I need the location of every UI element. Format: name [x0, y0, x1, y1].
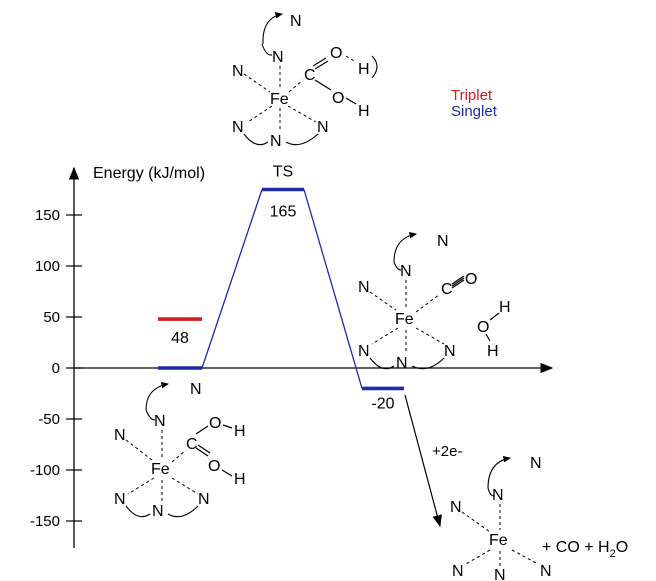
svg-text:C: C — [441, 281, 453, 298]
svg-text:O: O — [209, 415, 221, 432]
svg-text:O: O — [208, 458, 220, 475]
svg-text:O: O — [332, 90, 344, 107]
level-value-label: -20 — [371, 395, 394, 412]
svg-text:O: O — [477, 319, 489, 336]
svg-text:C: C — [186, 436, 198, 453]
svg-text:O: O — [465, 271, 477, 288]
legend-singlet: Singlet — [451, 103, 498, 120]
svg-text:N: N — [290, 13, 302, 30]
y-tick-label: -50 — [38, 411, 60, 428]
level-value-label: 165 — [270, 204, 297, 221]
svg-text:H: H — [358, 61, 370, 78]
y-tick-label: 50 — [43, 309, 60, 326]
svg-text:N: N — [400, 263, 412, 280]
svg-text:Fe: Fe — [151, 461, 170, 478]
structure-transition-state: N N N Fe C O O H H N N N — [232, 12, 378, 150]
y-ticks: 150 100 50 0 -50 -100 -150 — [30, 207, 82, 530]
energy-level-labels: 165 TS -20 48 — [171, 164, 395, 413]
svg-text:N: N — [270, 133, 282, 150]
svg-text:N: N — [396, 355, 408, 372]
svg-text:H: H — [358, 103, 370, 120]
legend-triplet: Triplet — [451, 87, 493, 104]
svg-text:N: N — [492, 487, 504, 504]
y-tick-label: -100 — [30, 462, 60, 479]
reduction-label: +2e- — [432, 443, 462, 460]
svg-text:N: N — [152, 503, 164, 520]
svg-text:N: N — [317, 119, 329, 136]
connector-singlet — [303, 189, 363, 389]
svg-text:N: N — [437, 233, 449, 250]
y-tick-label: -150 — [30, 513, 60, 530]
svg-text:N: N — [114, 427, 126, 444]
svg-text:N: N — [232, 119, 244, 136]
svg-text:N: N — [232, 63, 244, 80]
svg-text:H: H — [234, 423, 246, 440]
svg-text:N: N — [494, 567, 506, 581]
svg-text:N: N — [154, 413, 166, 430]
structure-reactant: N N N Fe C O H O H N N N — [114, 381, 246, 520]
structure-intermediate: N N N Fe C O O H H N N N — [358, 231, 511, 372]
svg-text:H: H — [234, 471, 246, 488]
profile-connectors — [201, 189, 363, 389]
svg-text:Fe: Fe — [489, 532, 508, 549]
svg-text:Fe: Fe — [270, 91, 289, 108]
svg-text:N: N — [114, 491, 126, 508]
byproducts-label: + CO + H2O — [542, 539, 628, 560]
svg-text:N: N — [444, 343, 456, 360]
y-tick-label: 150 — [35, 207, 60, 224]
svg-text:N: N — [358, 279, 370, 296]
level-value-label: 48 — [171, 330, 189, 347]
svg-text:N: N — [198, 491, 210, 508]
y-axis-label: Energy (kJ/mol) — [93, 165, 205, 182]
y-tick-label: 0 — [52, 360, 60, 377]
svg-text:H: H — [499, 299, 511, 316]
reduction-arrow — [404, 394, 442, 528]
transition-state-label: TS — [273, 164, 293, 181]
energy-levels — [158, 187, 404, 391]
svg-text:N: N — [452, 563, 464, 580]
svg-text:N: N — [272, 49, 284, 66]
structure-product: N N N Fe N N N — [450, 455, 552, 581]
svg-text:N: N — [190, 381, 202, 398]
connector-singlet — [201, 189, 263, 369]
svg-text:N: N — [530, 455, 542, 472]
svg-text:O: O — [330, 45, 342, 62]
svg-text:Fe: Fe — [395, 311, 414, 328]
svg-text:H: H — [487, 343, 499, 360]
svg-text:N: N — [450, 499, 462, 516]
svg-text:N: N — [540, 563, 552, 580]
svg-text:C: C — [304, 67, 316, 84]
y-tick-label: 100 — [35, 258, 60, 275]
svg-text:N: N — [358, 343, 370, 360]
